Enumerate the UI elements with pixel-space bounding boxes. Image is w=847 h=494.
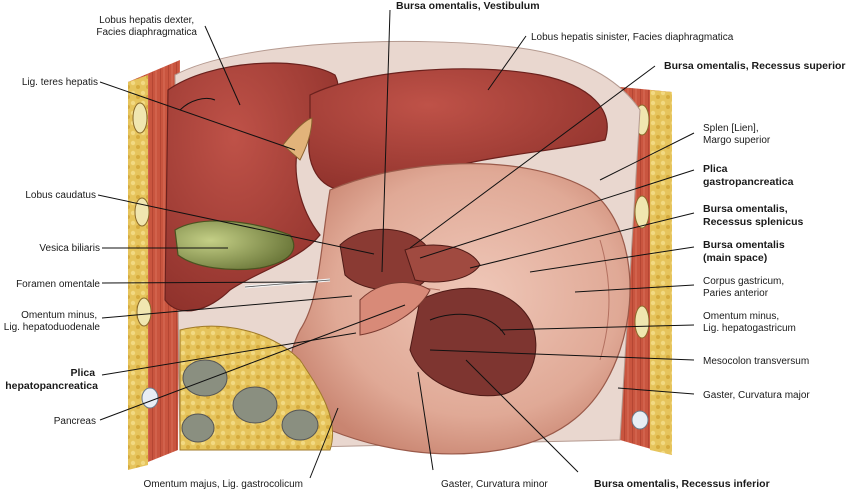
label-line: Facies diaphragmatica	[96, 27, 197, 38]
label-lobus-caudatus: Lobus caudatus	[25, 190, 96, 201]
label-gaster-curvatura-major: Gaster, Curvatura major	[703, 390, 810, 401]
label-recessus-superior: Bursa omentalis, Recessus superior	[664, 60, 846, 72]
labels: Lobus hepatis dexter, Facies diaphragmat…	[4, 0, 846, 490]
label-line: Omentum minus,	[703, 311, 779, 322]
label-vesica-biliaris: Vesica biliaris	[39, 243, 100, 254]
label-line: hepatopancreatica	[5, 380, 98, 392]
label-corpus-gastricum: Corpus gastricum, Paries anterior	[703, 276, 787, 299]
label-mesocolon: Mesocolon transversum	[703, 356, 809, 367]
label-line: Splen [Lien],	[703, 123, 759, 134]
label-lobus-hepatis-dexter: Lobus hepatis dexter, Facies diaphragmat…	[96, 15, 197, 38]
label-lobus-hepatis-sinister: Lobus hepatis sinister, Facies diaphragm…	[531, 32, 734, 43]
label-pancreas: Pancreas	[54, 416, 96, 427]
label-main-space: Bursa omentalis (main space)	[703, 239, 788, 264]
label-plica-hepatopancreatica: Plica hepatopancreatica	[5, 367, 98, 392]
label-line: Plica	[703, 163, 728, 175]
label-omentum-hepatogastricum: Omentum minus, Lig. hepatogastricum	[703, 311, 796, 334]
label-gaster-curvatura-minor: Gaster, Curvatura minor	[441, 479, 548, 489]
label-plica-gastropancreatica: Plica gastropancreatica	[703, 163, 794, 188]
label-recessus-splenicus: Bursa omentalis, Recessus splenicus	[703, 203, 804, 228]
label-line: Lobus hepatis dexter,	[99, 15, 194, 26]
label-line: Lig. hepatogastricum	[703, 323, 796, 334]
label-lig-teres: Lig. teres hepatis	[22, 77, 98, 88]
label-vestibulum: Bursa omentalis, Vestibulum	[396, 0, 540, 12]
omentum-majus	[179, 325, 334, 451]
label-line: Margo superior	[703, 135, 771, 146]
label-line: Omentum minus,	[21, 310, 97, 321]
label-recessus-inferior: Bursa omentalis, Recessus inferior	[594, 478, 770, 489]
label-line: Bursa omentalis	[703, 239, 785, 251]
label-omentum-majus: Omentum majus, Lig. gastrocolicum	[143, 479, 303, 489]
label-foramen-omentale: Foramen omentale	[16, 279, 100, 290]
label-splen: Splen [Lien], Margo superior	[703, 123, 771, 146]
label-line: Corpus gastricum,	[703, 276, 784, 287]
label-line: (main space)	[703, 252, 767, 264]
label-line: Bursa omentalis,	[703, 203, 788, 215]
label-line: gastropancreatica	[703, 176, 794, 188]
label-line: Paries anterior	[703, 288, 769, 299]
label-line: Lig. hepatoduodenale	[4, 322, 101, 333]
label-line: Plica	[71, 367, 96, 379]
label-omentum-hepatoduodenale: Omentum minus, Lig. hepatoduodenale	[4, 310, 101, 333]
leader-lines	[97, 9, 695, 479]
label-line: Recessus splenicus	[703, 216, 804, 228]
